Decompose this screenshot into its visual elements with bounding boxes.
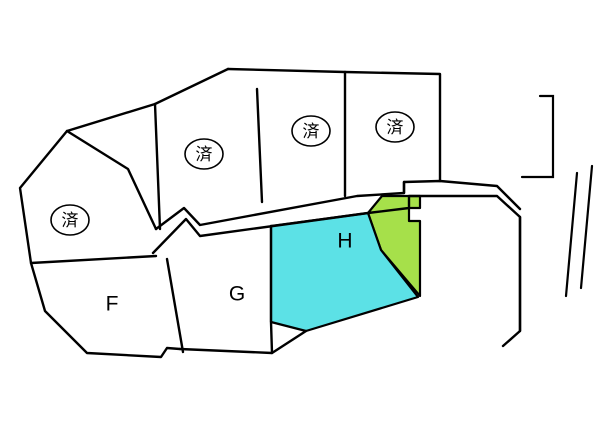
stamp-2-circle: [184, 138, 224, 170]
lot-label-g: G: [229, 283, 245, 306]
lot-divider-g-h: [269, 224, 274, 355]
lot-label-h: H: [337, 230, 352, 253]
stamp-3-label: 済: [303, 122, 320, 142]
stamp-1-circle: [50, 204, 90, 236]
lot-label-f: F: [106, 293, 119, 316]
stamp-1-label: 済: [62, 211, 79, 231]
bottom-boundary-path: [178, 329, 308, 355]
outer-boundary-path: [18, 67, 230, 359]
lot-divider-f-g: [165, 257, 185, 354]
stamp-4-circle: [375, 111, 415, 143]
stamp-4-label: 済: [387, 118, 404, 138]
right-line-2: [579, 164, 594, 290]
right-line-1: [564, 171, 579, 298]
lot-divider-5: [153, 102, 162, 231]
right-side-lines: [520, 94, 594, 298]
stamp-3-circle: [291, 115, 331, 147]
upper-right-line: [520, 94, 555, 179]
sold-stamps: 済 済 済 済: [50, 111, 415, 236]
lot-divider-2: [65, 129, 158, 231]
top-boundary-path: [226, 67, 442, 183]
lot-divider-1: [29, 254, 158, 265]
lot-divider-3: [255, 87, 264, 204]
stamp-1: 済: [50, 204, 90, 236]
stamp-2-label: 済: [196, 145, 213, 165]
stamp-3: 済: [291, 115, 331, 147]
stamp-2: 済: [184, 138, 224, 170]
parcel-outlines: [18, 67, 522, 359]
stamp-4: 済: [375, 111, 415, 143]
lot-labels: F G H: [106, 230, 353, 316]
